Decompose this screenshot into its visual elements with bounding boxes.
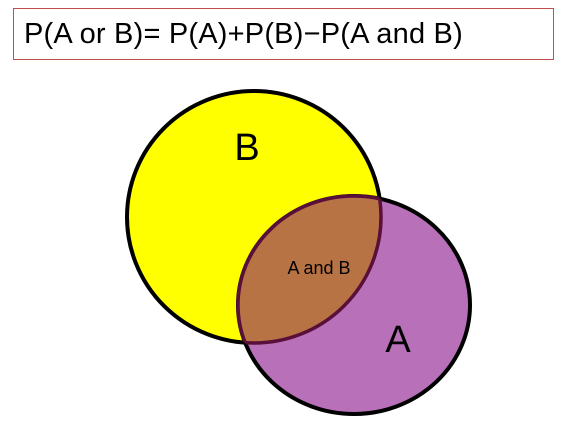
formula-text: P(A or B)= P(A)+P(B)−P(A and B) <box>24 18 463 50</box>
set-a-outline-overlay <box>236 194 381 343</box>
set-a-label: A <box>385 319 411 361</box>
set-b-label: B <box>234 127 259 169</box>
formula-box: P(A or B)= P(A)+P(B)−P(A and B) <box>13 8 554 60</box>
intersection-label: A and B <box>287 258 350 278</box>
set-b-outline-overlay <box>238 196 383 345</box>
